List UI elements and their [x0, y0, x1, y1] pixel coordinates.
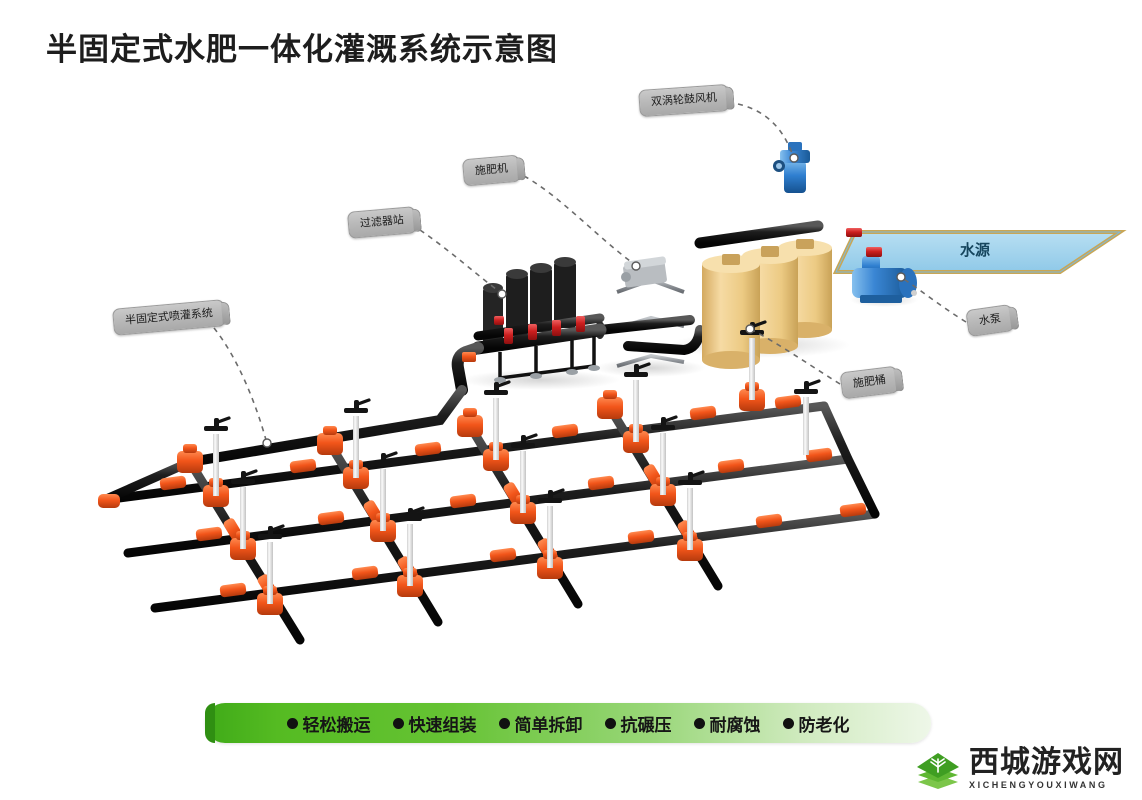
page-title: 半固定式水肥一体化灌溉系统示意图: [46, 32, 558, 67]
bullet-icon: [498, 717, 510, 729]
bullet-icon: [693, 717, 705, 729]
filter-vessel: [554, 257, 576, 328]
feature-item: 轻松搬运: [286, 711, 371, 736]
features-bar: 轻松搬运 快速组装 简单拆卸 抗碾压 耐腐蚀 防老化: [205, 703, 931, 743]
feature-label: 简单拆卸: [514, 715, 583, 735]
leaf-layers-logo-icon: [917, 753, 959, 789]
bullet-icon: [392, 717, 404, 729]
feature-item: 耐腐蚀: [693, 711, 761, 736]
water-source-label: 水源: [960, 241, 990, 259]
filter-vessel: [506, 269, 528, 336]
water-source-pond: [832, 230, 1127, 274]
watermark-name-en: XICHENGYOUXIWANG: [969, 780, 1108, 790]
feature-item: 抗碾压: [604, 711, 672, 736]
feature-label: 快速组装: [408, 715, 477, 735]
site-watermark: 西城游戏网 XICHENGYOUXIWANG: [915, 748, 1124, 790]
bullet-icon: [604, 717, 616, 729]
filter-vessel: [530, 263, 552, 332]
feature-item: 简单拆卸: [498, 711, 583, 736]
fertilizer-tank: [702, 254, 760, 369]
callout-fertilizer-tank-label: 施肥桶: [852, 374, 887, 390]
fertigator-unit: [594, 256, 706, 377]
callout-leaders: [213, 103, 967, 441]
tee-fittings: [177, 382, 765, 615]
bullet-icon: [782, 717, 794, 729]
callout-filter-station-label: 过滤器站: [359, 214, 405, 230]
callout-water-pump-label: 水泵: [978, 312, 1002, 328]
callout-sprinkler-system-label: 半固定式喷灌系统: [124, 307, 214, 327]
feature-label: 防老化: [798, 715, 850, 735]
sprinkler-risers: [204, 320, 821, 604]
filter-valves: [494, 316, 585, 344]
feature-label: 轻松搬运: [302, 715, 371, 735]
callout-leader-endpoints: [262, 153, 906, 448]
bullet-icon: [286, 717, 298, 729]
callout-blower-label: 双涡轮鼓风机: [650, 91, 718, 109]
feature-label: 耐腐蚀: [709, 715, 761, 735]
callout-fertigator[interactable]: 施肥机: [461, 154, 522, 187]
sprinkler-grid: [98, 320, 880, 645]
callout-fertigator-label: 施肥机: [474, 162, 509, 178]
watermark-text: 西城游戏网 XICHENGYOUXIWANG: [969, 748, 1124, 790]
feature-label: 抗碾压: [620, 715, 672, 735]
filter-station: [451, 257, 620, 396]
watermark-name-cn: 西城游戏网: [969, 745, 1124, 780]
feature-item: 防老化: [782, 711, 850, 736]
feature-item: 快速组装: [392, 711, 477, 736]
